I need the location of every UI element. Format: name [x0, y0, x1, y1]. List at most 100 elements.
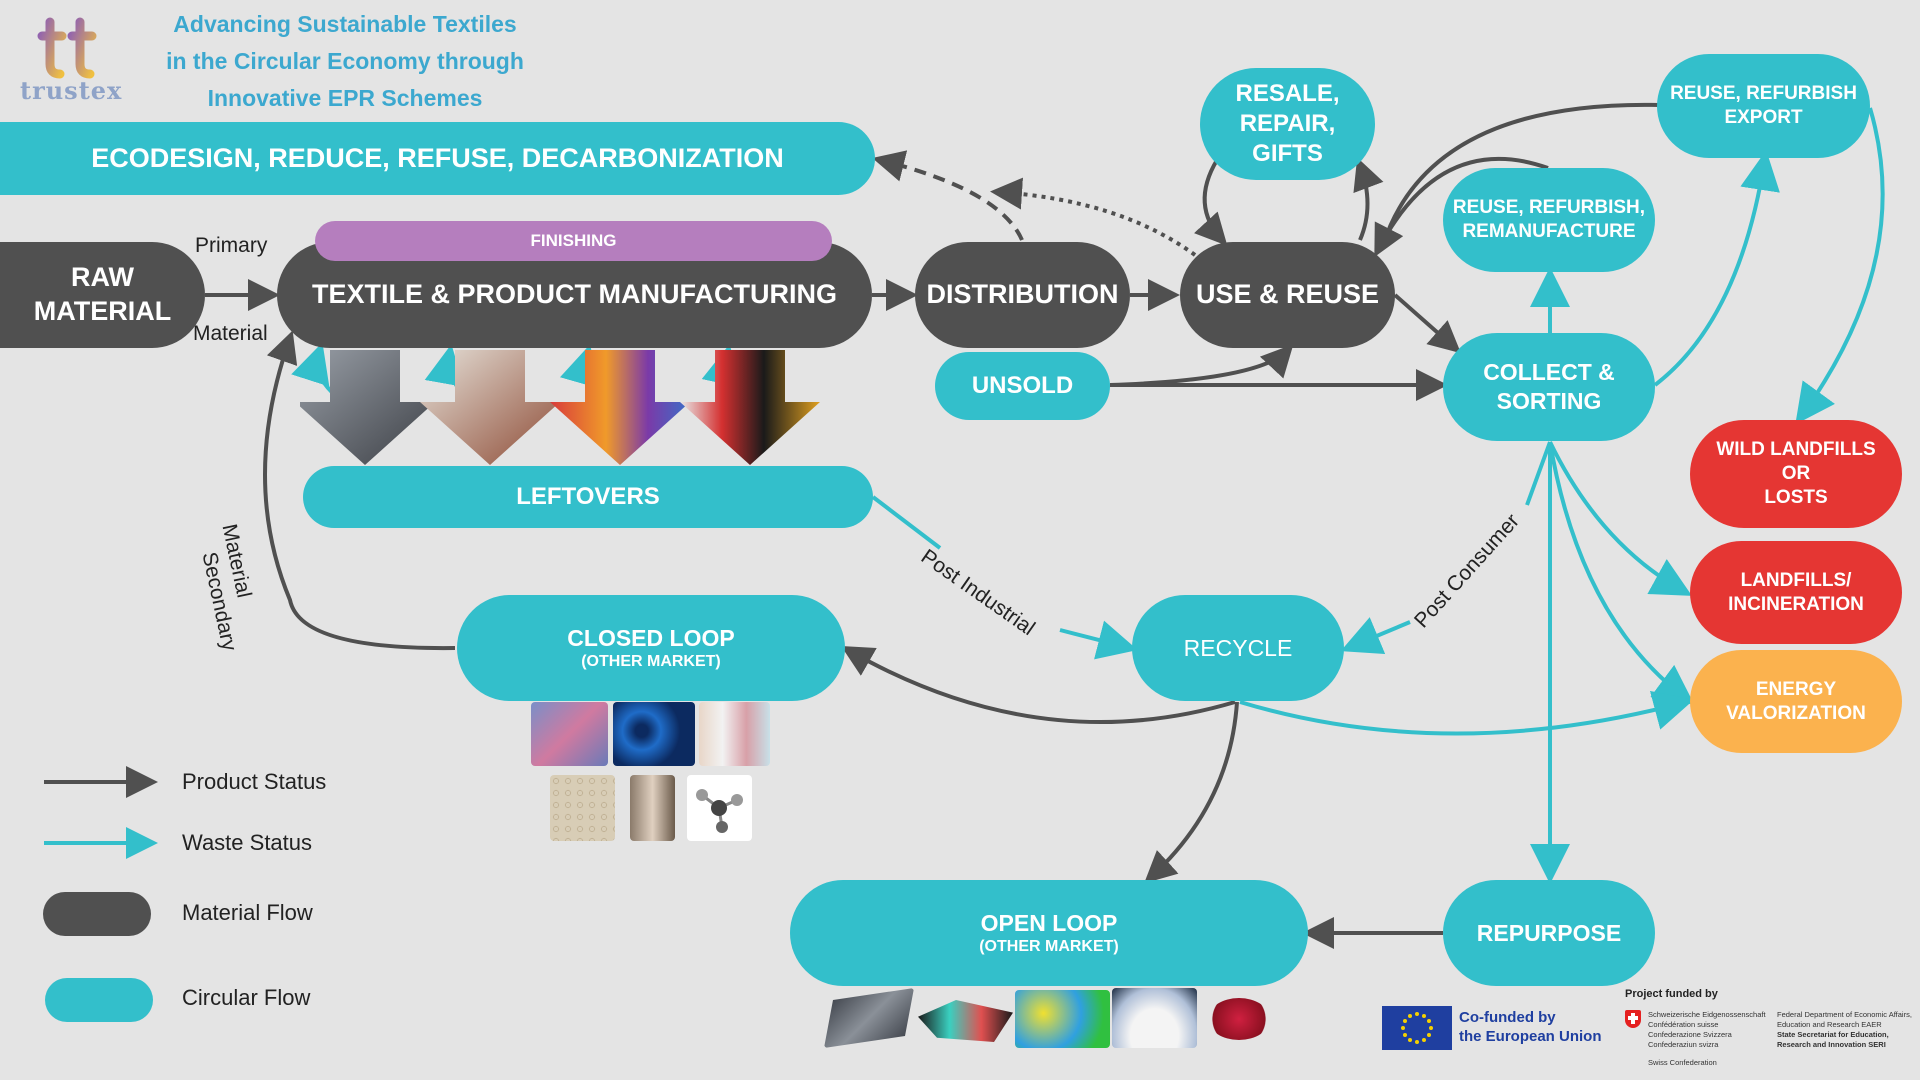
edge-recycle-to-energy [1239, 690, 1694, 736]
material-label: Material [193, 322, 268, 345]
legend-circular-flow: Circular Flow [182, 985, 311, 1010]
material-photos [300, 350, 820, 465]
raw-label-2: MATERIAL [33, 296, 172, 326]
energy-label-1: ENERGY [1755, 678, 1837, 700]
wild-landfills-node: WILD LANDFILLS OR LOSTS [1690, 420, 1902, 528]
edge-postconsumer-to-recycle [1340, 617, 1411, 655]
repurpose-node: REPURPOSE [1443, 880, 1655, 986]
garment-photo [680, 350, 820, 465]
edge-export-to-use [1381, 102, 1661, 246]
resale-node: RESALE, REPAIR, GIFTS [1200, 68, 1375, 180]
trustex-logo: trustex [18, 14, 128, 105]
edge-use-to-resale [1353, 157, 1384, 241]
title-line-2: in the Circular Economy through [166, 48, 524, 74]
title-line-1: Advancing Sustainable Textiles [173, 11, 517, 37]
edge-recycle-to-open [1144, 701, 1239, 884]
resale-label-1: RESALE, [1235, 80, 1340, 107]
wild-landfills-label-2: OR [1781, 463, 1811, 485]
raw-label-1: RAW [71, 262, 134, 293]
fdea-line-2: Education and Research EAER [1777, 1020, 1882, 1029]
open-loop-sub: (OTHER MARKET) [979, 938, 1119, 956]
edge-remanufacture-to-use [1374, 156, 1549, 258]
reuse-export-label-1: REUSE, REFURBISH [1670, 83, 1857, 105]
fiber-photo [300, 350, 435, 465]
project-funded-by: Project funded by [1625, 988, 1718, 1000]
leftovers-label: LEFTOVERS [516, 483, 660, 510]
edge-closed-to-manufacturing [263, 330, 456, 651]
edge-recycle-to-closed [841, 646, 1236, 724]
reuse-export-label-2: EXPORT [1724, 107, 1803, 128]
swiss-text: Schweizerische Eidgenossenschaft Confédé… [1648, 1010, 1766, 1050]
edge-export-to-wildlandfills [1795, 107, 1885, 425]
recycle-label: RECYCLE [1183, 634, 1293, 661]
edge-use-to-collect [1393, 293, 1461, 354]
eu-flag [1382, 1006, 1452, 1050]
legend-product-status: Product Status [182, 769, 327, 794]
fdea-line-1: Federal Department of Economic Affairs, [1777, 1010, 1912, 1019]
closed-loop-label: CLOSED LOOP [567, 624, 735, 651]
unsold-label: UNSOLD [971, 372, 1074, 399]
ecodesign-node: ECODESIGN, REDUCE, REFUSE, DECARBONIZATI… [0, 122, 875, 195]
edge-collect-to-landfills [1548, 441, 1692, 596]
circular-flow-swatch [45, 978, 153, 1022]
yarn-photo [420, 350, 560, 465]
page-title: Advancing Sustainable Textiles in the Ci… [140, 6, 550, 117]
open-loop-photo-powder [1112, 988, 1197, 1048]
open-loop-label: OPEN LOOP [980, 909, 1118, 936]
landfills-node: LANDFILLS/ INCINERATION [1690, 541, 1902, 644]
legend-waste-status: Waste Status [182, 830, 313, 855]
manufacturing-label: TEXTILE & PRODUCT MANUFACTURING [312, 279, 837, 310]
unsold-node: UNSOLD [935, 352, 1110, 420]
energy-label-2: VALORIZATION [1726, 702, 1866, 724]
swiss-line-1: Schweizerische Eidgenossenschaft [1648, 1010, 1766, 1019]
distribution-label: DISTRIBUTION [926, 279, 1119, 310]
closed-loop-photo-pellets [550, 775, 615, 841]
edge-collect-to-export [1653, 150, 1780, 387]
closed-loop-photo-fabric-rolls [699, 702, 770, 766]
edge-postindustrial-to-recycle [1059, 620, 1138, 660]
use-reuse-node: USE & REUSE [1180, 242, 1395, 348]
swiss-line-3: Confederazione Svizzera [1648, 1030, 1732, 1039]
open-loop-photo-plastic [1015, 990, 1110, 1048]
swiss-line-2: Confédération suisse [1648, 1020, 1719, 1029]
closed-loop-photo-molecule [687, 775, 752, 841]
wild-landfills-label-3: LOSTS [1764, 486, 1828, 508]
swiss-line-4: Confederaziun svizra [1648, 1040, 1719, 1049]
edge-collect-to-postconsumer [1525, 441, 1552, 506]
edge-leftovers-to-recycle [871, 495, 942, 550]
leftovers-node: LEFTOVERS [303, 466, 873, 528]
reuse-remanufacture-label-1: REUSE, REFURBISH, [1452, 197, 1646, 219]
eu-stars-icon [1401, 1012, 1433, 1044]
resale-label-3: GIFTS [1252, 140, 1323, 167]
closed-loop-node: CLOSED LOOP (OTHER MARKET) [457, 595, 845, 701]
distribution-node: DISTRIBUTION [915, 242, 1130, 348]
landfills-label-1: LANDFILLS/ [1740, 569, 1852, 591]
eu-line-2: the European Union [1459, 1028, 1602, 1045]
wild-landfills-label-1: WILD LANDFILLS [1716, 439, 1876, 461]
ecodesign-label: ECODESIGN, REDUCE, REFUSE, DECARBONIZATI… [91, 142, 784, 173]
energy-node: ENERGY VALORIZATION [1690, 650, 1902, 753]
edge-collect-to-energy [1548, 441, 1695, 705]
recycle-node: RECYCLE [1132, 595, 1344, 701]
material-flow-swatch [43, 892, 151, 936]
repurpose-label: REPURPOSE [1476, 919, 1622, 946]
landfills-label-2: INCINERATION [1728, 593, 1864, 615]
reuse-remanufacture-node: REUSE, REFURBISH, REMANUFACTURE [1443, 168, 1655, 272]
closed-loop-photo-spools [613, 702, 695, 766]
title-line-3: Innovative EPR Schemes [207, 85, 483, 111]
legend-graphics [43, 766, 158, 1022]
collect-sorting-node: COLLECT & SORTING [1443, 333, 1655, 441]
fdea-line-3: State Secretariat for Education, [1777, 1030, 1889, 1039]
open-loop-photo-pigment [1208, 998, 1270, 1040]
edge-distribution-to-ecodesign [872, 150, 1024, 241]
reuse-export-node: REUSE, REFURBISH EXPORT [1657, 54, 1870, 158]
swiss-confederation: Swiss Confederation [1648, 1058, 1717, 1067]
swiss-cross-icon [1625, 1010, 1641, 1028]
finishing-node: FINISHING [315, 221, 832, 261]
legend-material-flow: Material Flow [182, 900, 313, 925]
closed-loop-photo-vial [630, 775, 675, 841]
edge-resale-to-use [1194, 158, 1228, 246]
fdea-text: Federal Department of Economic Affairs, … [1777, 1010, 1912, 1050]
